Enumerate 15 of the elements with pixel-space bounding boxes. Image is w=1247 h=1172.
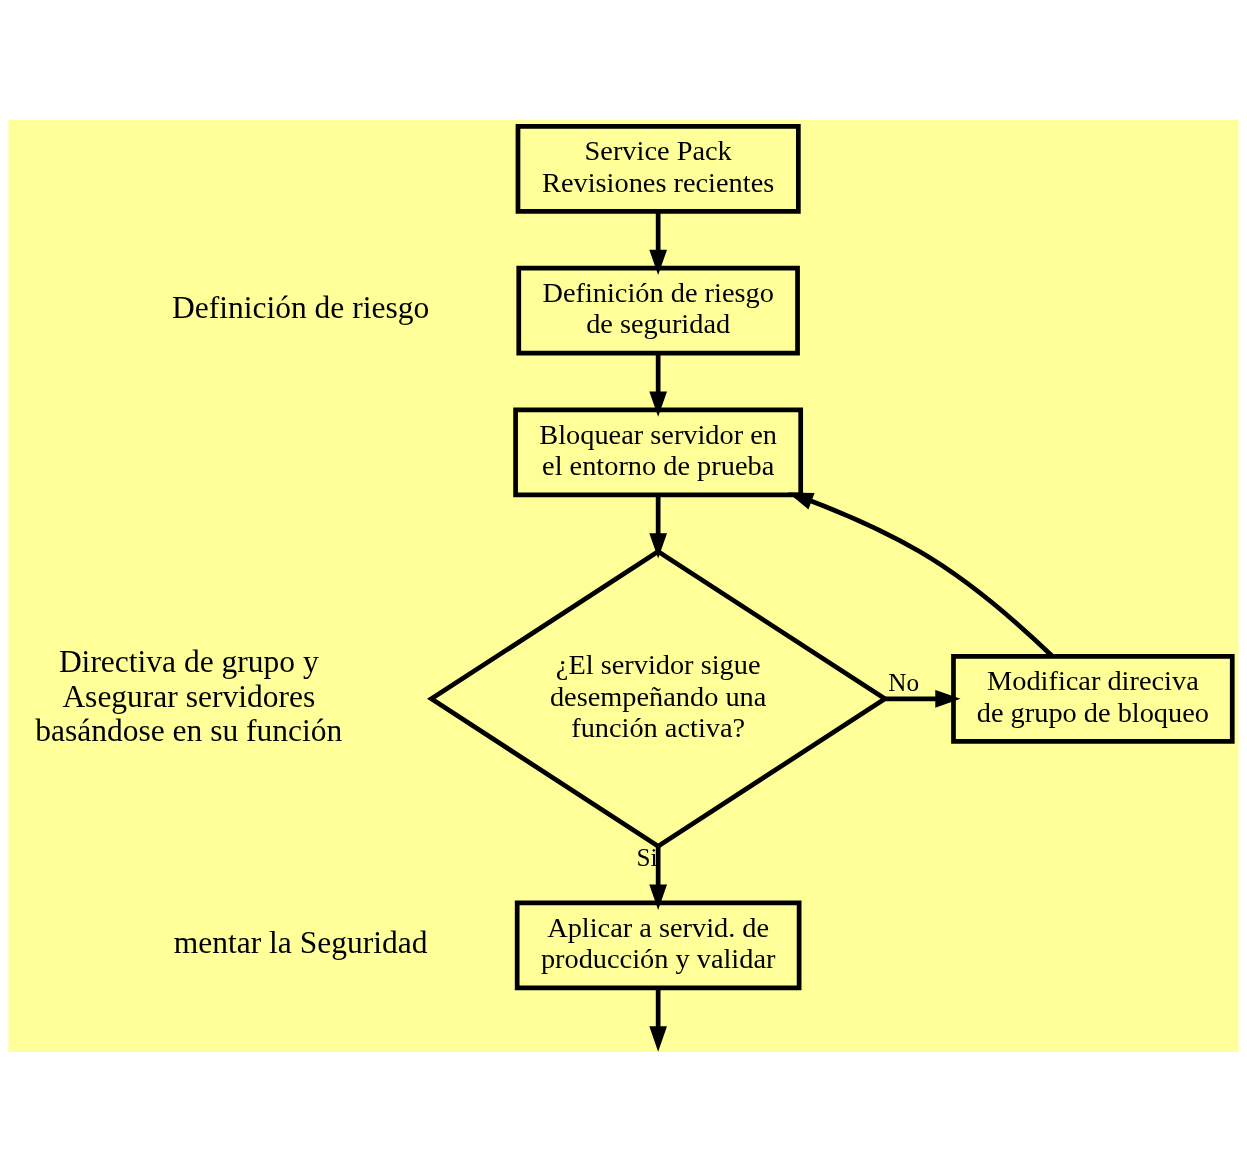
node-box: Service Pack Revisiones recientes xyxy=(515,123,801,214)
node-box: Bloquear servidor en el entorno de prueba xyxy=(513,407,804,498)
edge-label: No xyxy=(888,668,920,696)
arrow xyxy=(649,988,667,1052)
node-box: Modificar direciva de grupo de bloqueo xyxy=(951,653,1235,744)
label: mentar la Seguridad xyxy=(173,925,428,961)
arrow xyxy=(649,846,667,910)
arrow xyxy=(649,353,667,417)
node-box: Aplicar a servid. de producción y validar xyxy=(514,900,802,991)
arrow xyxy=(649,212,667,276)
node-box: Definición de riesgo de seguridad xyxy=(516,265,800,356)
arrow xyxy=(885,690,961,708)
arrow xyxy=(649,495,667,559)
label: Directiva de grupo y Asegurar servidores basándose en su función xyxy=(35,644,343,749)
label: Definición de riesgo xyxy=(172,290,430,326)
